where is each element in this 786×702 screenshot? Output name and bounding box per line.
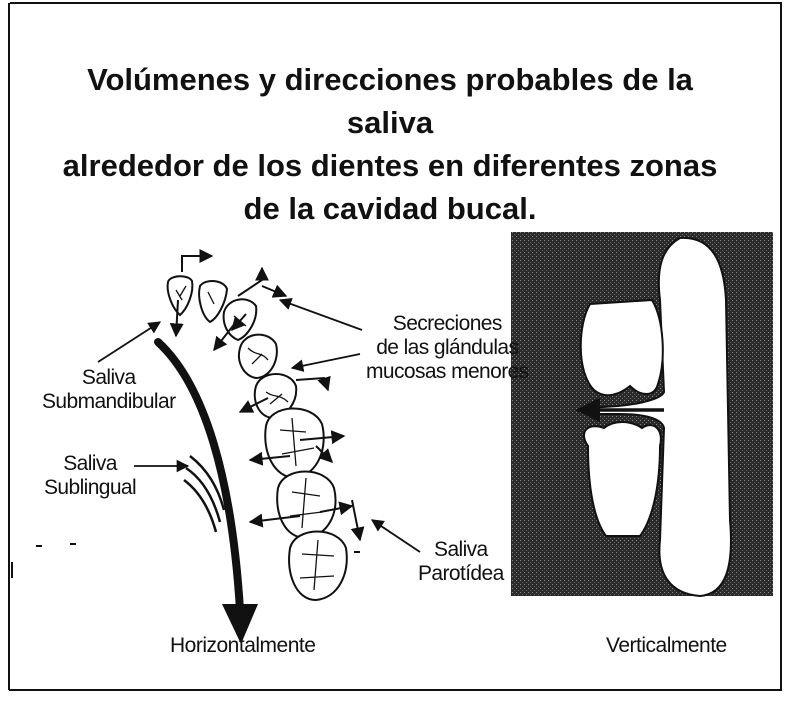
vertical-section-illustration xyxy=(511,232,773,596)
caption-horizontal: Horizontalmente xyxy=(170,634,315,658)
title-line-2: alrededor de los dientes en diferentes z… xyxy=(40,144,740,187)
label-secreciones: Secreciones de las glándulas mucosas men… xyxy=(366,312,529,384)
title-line-1: Volúmenes y direcciones probables de la … xyxy=(40,58,740,144)
diagram-title: Volúmenes y direcciones probables de la … xyxy=(40,58,740,230)
label-saliva-sublingual: Saliva Sublingual xyxy=(44,452,136,500)
tooth-premolar-1 xyxy=(239,335,277,378)
label-saliva-submandibular: Saliva Submandibular xyxy=(42,366,175,414)
label-saliva-parotidea: Saliva Parotídea xyxy=(418,538,504,586)
title-line-3: de la cavidad bucal. xyxy=(40,187,740,230)
caption-vertical: Verticalmente xyxy=(606,634,727,658)
